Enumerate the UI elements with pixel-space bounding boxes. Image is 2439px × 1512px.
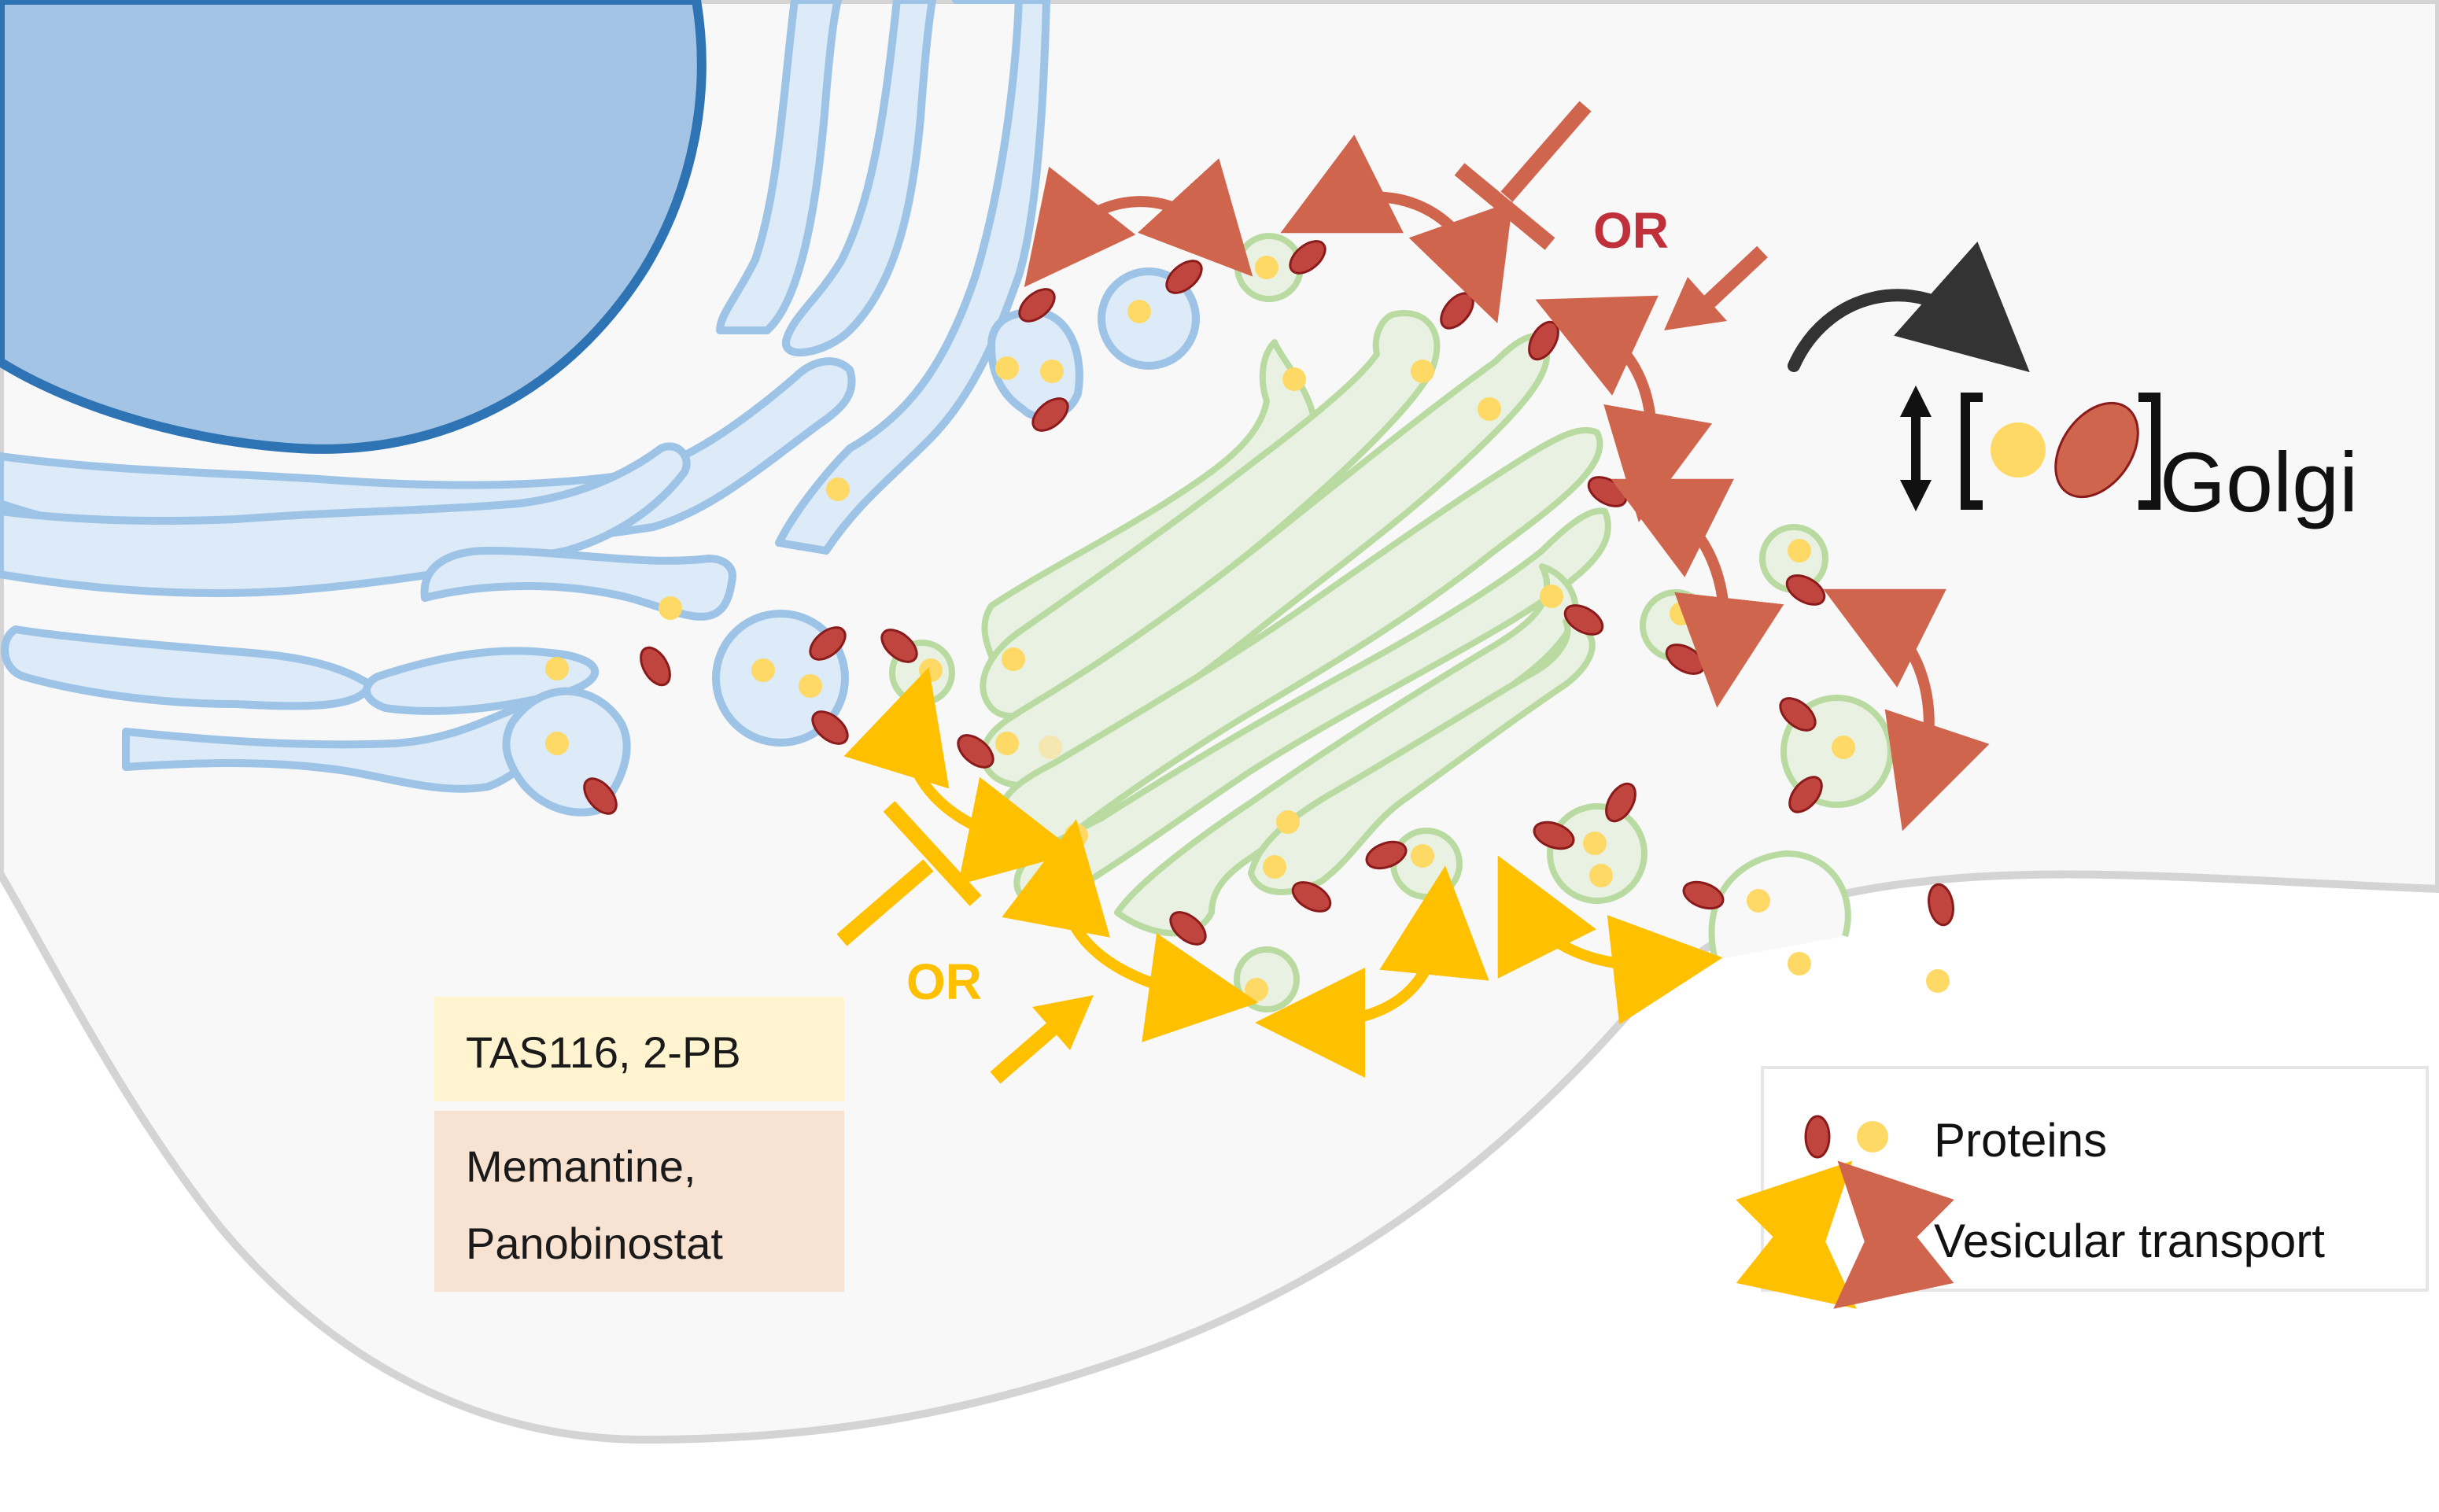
golgi-subscript-label: Golgi bbox=[2160, 434, 2358, 529]
yellow-inhibit-icon bbox=[836, 801, 982, 946]
drug-box-memantine-line2: Panobinostat bbox=[466, 1219, 723, 1268]
or-label-yellow: OR bbox=[906, 953, 982, 1010]
or-label-red: OR bbox=[1593, 202, 1669, 259]
red-inhibit-icon bbox=[1454, 101, 1592, 250]
golgi-concentration-bracket bbox=[1961, 393, 2160, 510]
legend-proteins-label: Proteins bbox=[1934, 1114, 2107, 1167]
yellow-push-arrow-icon bbox=[990, 995, 1094, 1084]
drug-box-memantine-line1: Memantine, bbox=[466, 1141, 696, 1191]
bracket-red-protein bbox=[2054, 401, 2139, 499]
red-push-arrow-icon bbox=[1664, 245, 1768, 330]
red-transport-arrows bbox=[1024, 135, 1990, 832]
legend: Proteins Vesicular transport bbox=[1736, 1066, 2429, 1309]
yellow-transport-arrows bbox=[843, 667, 1723, 1078]
drug-box-tas116-text: TAS116, 2-PB bbox=[466, 1027, 741, 1077]
legend-red-arrow-icon bbox=[1833, 1160, 1954, 1309]
drug-box-memantine: Memantine, Panobinostat bbox=[434, 1111, 844, 1292]
curved-arrow-icon bbox=[1788, 242, 2030, 373]
legend-yellow-protein-icon bbox=[1857, 1121, 1888, 1152]
nucleus bbox=[0, 0, 707, 454]
up-down-arrow-icon bbox=[1900, 385, 1932, 511]
bracket-yellow-protein bbox=[1991, 422, 2046, 478]
legend-vesicular-transport-label: Vesicular transport bbox=[1934, 1215, 2325, 1267]
legend-yellow-arrow-icon bbox=[1736, 1160, 1857, 1309]
legend-red-protein-icon bbox=[1804, 1115, 1831, 1159]
drug-box-tas116: TAS116, 2-PB bbox=[434, 997, 844, 1101]
endoplasmic-reticulum bbox=[0, 0, 1083, 817]
